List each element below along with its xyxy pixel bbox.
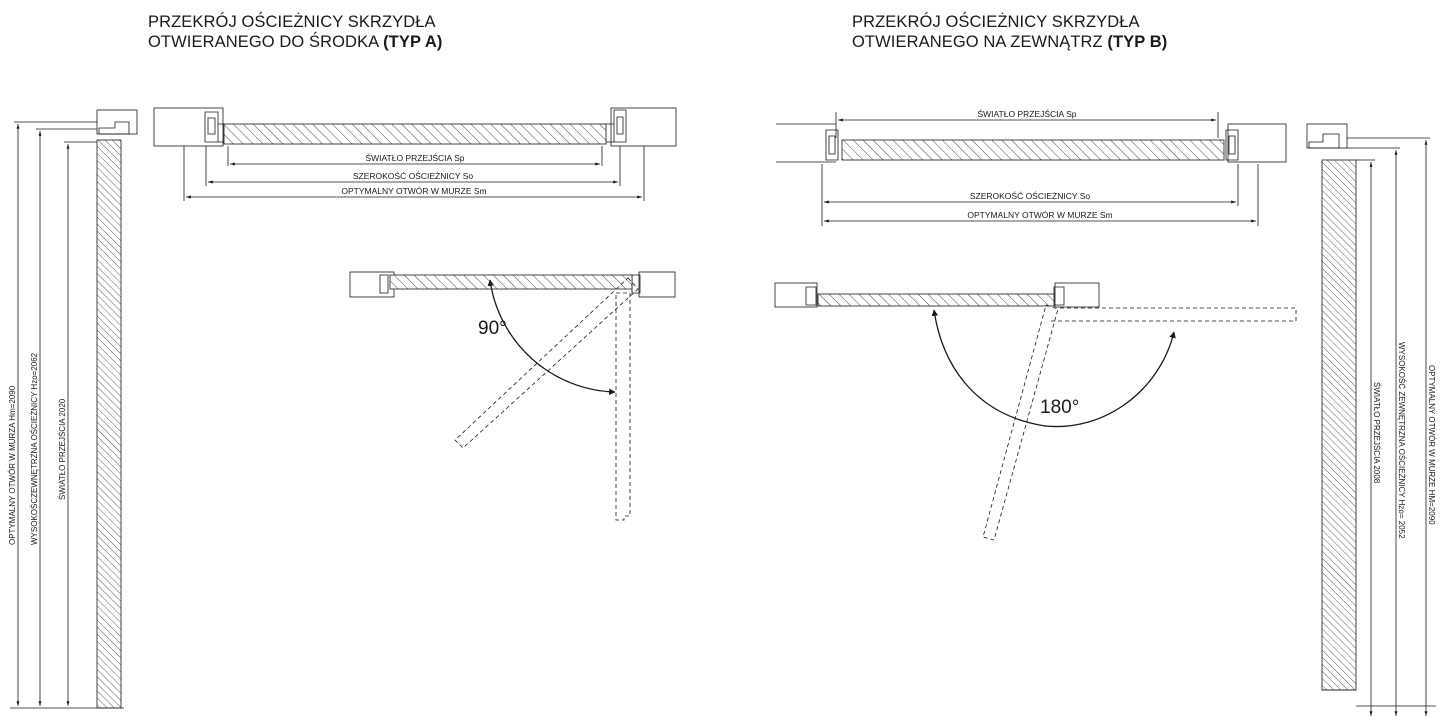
type-b-dim-clear-width-label: ŚWIATŁO PRZEJŚCIA Sp: [977, 108, 1076, 119]
type-a-swing-angle-label: 90°: [478, 318, 507, 339]
type-b-door-leaf-plan: [841, 139, 1225, 161]
type-a-swing-leaf-intermediate: [454, 277, 639, 449]
type-a-swing-plan: [349, 271, 676, 521]
type-b-dim-opening-height-label: OPTYMALNY OTWÓR W MURZE HM=2090: [1427, 365, 1436, 525]
type-b-swing-arc: [931, 309, 1176, 428]
type-b-title: PRZEKRÓJ OŚCIEŻNICY SKRZYDŁA OTWIERANEGO…: [852, 12, 1167, 52]
type-b-head-frame: [1308, 133, 1340, 149]
type-b-swing-leaf-intermediate: [982, 304, 1059, 541]
type-b-title-line2: OTWIERANEGO NA ZEWNĄTRZ (TYP B): [852, 33, 1168, 51]
type-b-dim-frame-height-label: WYSOKOŚĆ ZEWNĘTRZNA OŚCIEŻNICY Hzo= 2052: [1397, 342, 1406, 539]
type-b-frame-right: [1225, 129, 1239, 161]
type-a-title-line2: OTWIERANEGO DO ŚRODKA (TYP A): [148, 33, 443, 51]
type-b-swing-leaf-open: [1050, 307, 1297, 322]
type-b-swing-plan: [774, 282, 1297, 541]
type-a-dim-frame-height-label: WYSOKOŚCZEWNĘTRZNA OŚCIEŻNICY Hzo=2062: [30, 352, 39, 545]
type-a-wall-right: [610, 107, 677, 147]
type-a-door-leaf-vertical: [96, 139, 122, 709]
type-b-head-wall: [1306, 123, 1348, 149]
type-b-vertical-section: [1306, 123, 1436, 716]
type-b-top-plan: [776, 112, 1287, 226]
type-b-wall-right: [1227, 123, 1287, 163]
type-b-door-leaf-vertical: [1321, 159, 1357, 691]
type-a-swing-leaf-open: [615, 292, 631, 521]
type-a-dim-opening-height-label: OPTYMALNY OTWÓR W MURZA Hm=2090: [8, 385, 17, 545]
type-b-dim-frame-width-label: SZEROKOŚĆ OŚCIEŻNICY So: [970, 190, 1091, 201]
type-a-dim-frame-width-label: SZEROKOŚĆ OŚCIEŻNICY So: [353, 170, 474, 181]
type-a-head-frame: [98, 121, 130, 135]
type-a-label: (TYP A): [383, 33, 443, 51]
type-a-vertical-section: [10, 109, 138, 709]
type-b-swing-leaf-closed: [817, 293, 1055, 307]
type-b-swing-wall-left: [774, 282, 818, 308]
type-a-swing-arc: [487, 279, 616, 396]
type-b-label: (TYP B): [1107, 33, 1168, 51]
type-a-swing-wall-right: [638, 271, 676, 298]
type-b-title-line1: PRZEKRÓJ OŚCIEŻNICY SKRZYDŁA: [852, 13, 1140, 31]
type-a-dim-wall-opening-label: OPTYMALNY OTWÓR W MURZE Sm: [341, 186, 486, 196]
type-a-frame-right: [605, 109, 627, 143]
type-a-swing-leaf-closed: [389, 274, 633, 290]
type-b-swing-wall-right: [1054, 282, 1100, 308]
type-b-swing-angle-label: 180°: [1040, 397, 1079, 418]
type-a-dim-clear-width-label: ŚWIATŁO PRZEJŚCIA Sp: [365, 152, 464, 163]
type-a-dim-clear-height-label: ŚWIATŁO PRZEJŚCIA 2020: [58, 398, 67, 500]
type-a-top-plan: [153, 107, 677, 201]
type-b-dim-clear-height-label: ŚWIATŁO PRZEJŚCIA 2008: [1372, 382, 1381, 484]
type-a-wall-left: [153, 107, 224, 147]
type-a-title-line1: PRZEKRÓJ OŚCIEŻNICY SKRZYDŁA: [148, 13, 436, 31]
type-b-frame-left: [825, 129, 839, 161]
type-a-title: PRZEKRÓJ OŚCIEŻNICY SKRZYDŁA OTWIERANEGO…: [148, 12, 442, 52]
type-a-door-leaf-plan: [223, 123, 607, 145]
type-b-dim-wall-opening-label: OPTYMALNY OTWÓR W MURZE Sm: [967, 210, 1112, 220]
type-a-frame-left: [204, 111, 225, 143]
